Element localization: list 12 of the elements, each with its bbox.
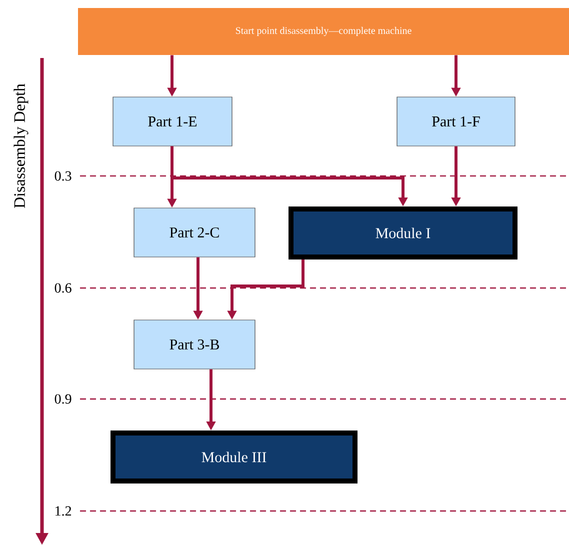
part-box: Part 1-F bbox=[396, 96, 516, 146]
module-box: Module I bbox=[288, 206, 518, 260]
part-box: Part 2-C bbox=[134, 208, 256, 258]
start-box: Start point disassembly—complete machine bbox=[78, 8, 569, 55]
tick-label: 0.3 bbox=[54, 171, 72, 181]
module-box: Module III bbox=[110, 430, 358, 484]
part-box: Part 3-B bbox=[134, 320, 256, 370]
axis-title: Disassembly Depth bbox=[14, 84, 28, 208]
tick-label: 1.2 bbox=[56, 506, 72, 516]
tick-label: 0.9 bbox=[54, 394, 72, 404]
part-box: Part 1-E bbox=[112, 96, 232, 146]
tick-label: 0.6 bbox=[54, 283, 72, 293]
